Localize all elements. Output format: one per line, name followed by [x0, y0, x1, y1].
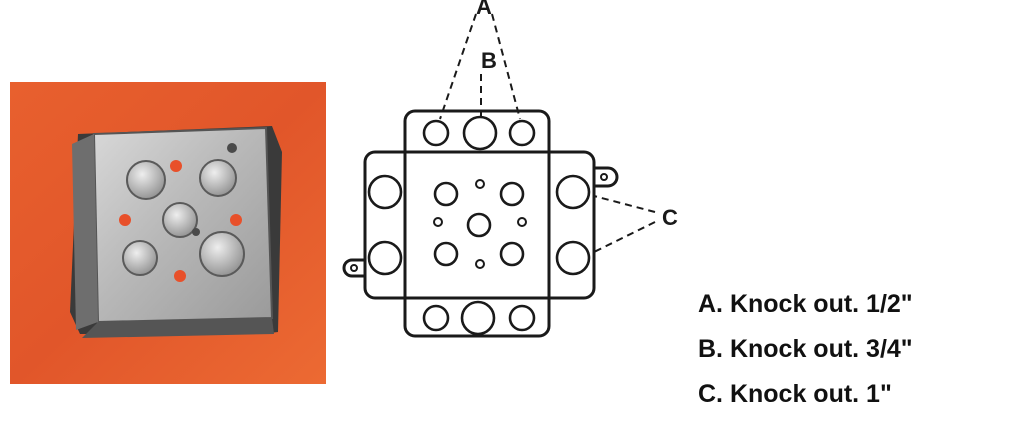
knockout-c [555, 174, 591, 210]
callout-b: B [481, 48, 497, 73]
leader-c-bottom [593, 221, 656, 253]
center-knockout [499, 241, 525, 267]
photo-knockout [199, 159, 237, 197]
box-left-side [72, 134, 98, 330]
legend-item-a: A. Knock out. 1/2" [698, 290, 913, 318]
photo-small-hole [227, 143, 237, 153]
photo-knockout [126, 160, 166, 200]
photo-knockout [162, 202, 198, 238]
photo-marker [174, 270, 186, 282]
center-knockout [466, 212, 492, 238]
legend-item-b: B. Knock out. 3/4" [698, 335, 913, 363]
leader-a-right [491, 13, 521, 120]
middle-panel [363, 150, 596, 300]
mounting-hole [433, 217, 443, 227]
left-ear [342, 258, 365, 278]
knockout-a [508, 119, 536, 147]
knockout-diagram: A B C [342, 0, 678, 338]
right-ear [594, 166, 619, 188]
top-panel [403, 109, 551, 338]
mounting-hole [475, 179, 485, 189]
photo-knockouts [122, 159, 245, 277]
photo-knockout [199, 231, 245, 277]
center-knockout [499, 181, 525, 207]
photo-small-holes [192, 143, 237, 236]
photo-markers [119, 160, 242, 282]
ear-hole [600, 173, 608, 181]
knockout-a [508, 304, 536, 332]
photo-marker [119, 214, 131, 226]
mounting-hole [517, 217, 527, 227]
photo-small-hole [192, 228, 200, 236]
ear-hole [350, 264, 358, 272]
photo-marker [230, 214, 242, 226]
center-knockout [433, 241, 459, 267]
junction-box-photo [10, 82, 326, 384]
mounting-hole [475, 259, 485, 269]
knockout-c [555, 240, 591, 276]
callout-a: A [476, 0, 492, 19]
knockout-a [422, 304, 450, 332]
photo-marker [170, 160, 182, 172]
leader-c-top [593, 195, 656, 213]
legend-item-c: C. Knock out. 1" [698, 380, 892, 408]
callout-c: C [662, 205, 678, 230]
knockout-a [422, 119, 450, 147]
photo-knockout [122, 240, 158, 276]
knockout-legend: A. Knock out. 1/2" B. Knock out. 3/4" C.… [698, 282, 998, 417]
box-bottom-side [82, 318, 274, 338]
center-knockout [433, 181, 459, 207]
knockout-b [460, 300, 496, 336]
leader-a-left [439, 13, 477, 120]
knockout-c [367, 174, 403, 210]
knockout-c [367, 240, 403, 276]
knockout-b [462, 115, 498, 151]
